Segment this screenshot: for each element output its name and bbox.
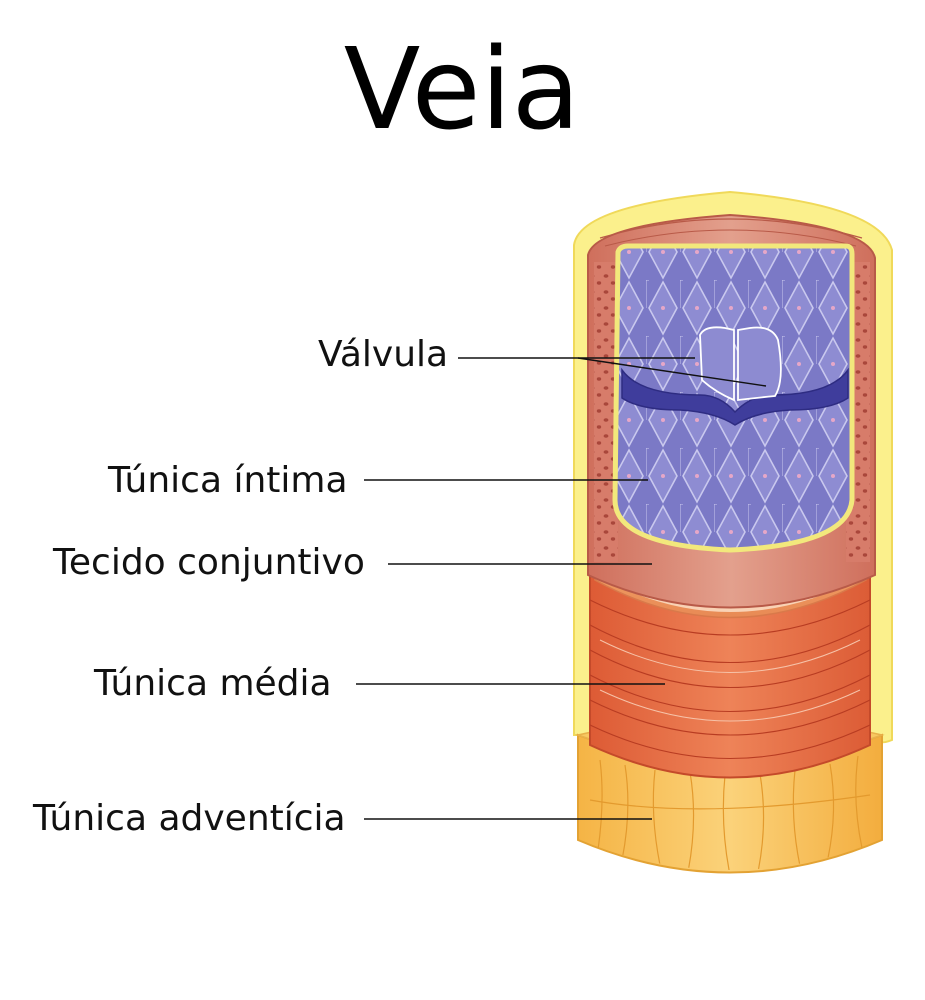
label-tecido-conjuntivo-group: Tecido conjuntivo — [52, 542, 652, 583]
vein-illustration — [573, 190, 893, 874]
label-tunica-intima-group: Túnica íntima — [107, 460, 648, 501]
leader-valvula-b — [577, 357, 767, 387]
label-tunica-adventicia: Túnica adventícia — [32, 798, 346, 839]
label-tunica-media: Túnica média — [93, 663, 332, 704]
label-tecido-conjuntivo: Tecido conjuntivo — [52, 542, 365, 583]
label-tunica-intima: Túnica íntima — [107, 460, 348, 501]
label-valvula-group: Válvula — [318, 334, 767, 387]
valve — [621, 326, 849, 426]
label-tunica-media-group: Túnica média — [93, 663, 665, 704]
diagram-title: Veia — [344, 25, 581, 155]
label-tunica-adventicia-group: Túnica adventícia — [32, 798, 652, 839]
tunica-media-layer — [589, 573, 871, 779]
label-valvula: Válvula — [318, 334, 448, 375]
